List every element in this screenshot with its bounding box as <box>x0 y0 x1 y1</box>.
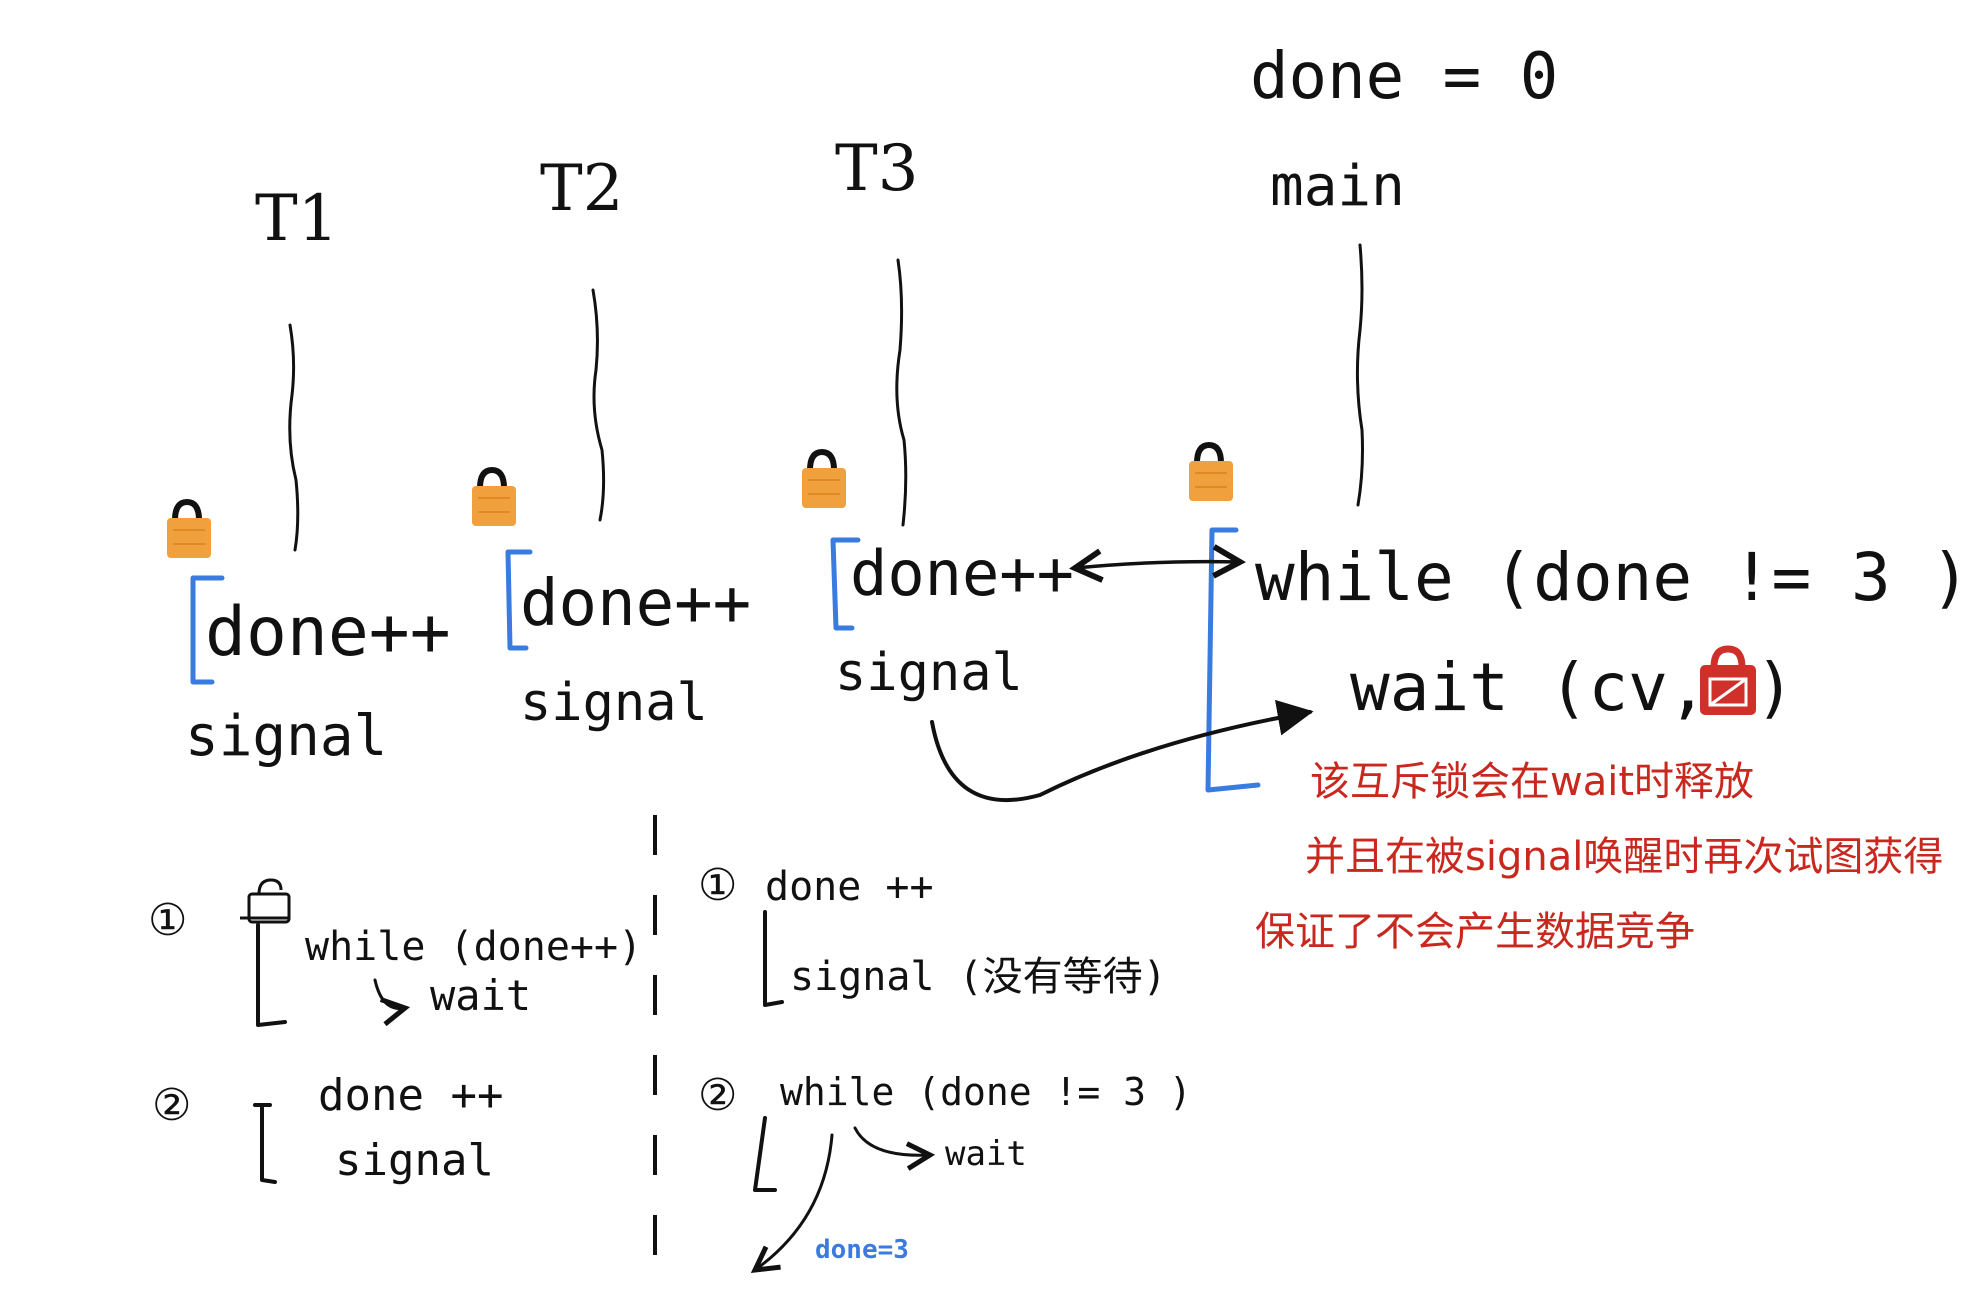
left-case-1-wait: wait <box>430 971 531 1020</box>
t2-signal: signal <box>520 673 708 733</box>
right-case-1-number: ① <box>698 860 737 911</box>
red-lock-icon <box>1700 645 1756 715</box>
t3-critical-bracket <box>830 537 861 631</box>
right-case-2-code: while (done != 3 ) <box>780 1070 1192 1114</box>
left-case-1-bracket <box>256 923 287 1027</box>
note-line-1: 该互斥锁会在wait时释放 <box>1310 759 1754 805</box>
right-case-2-number: ② <box>698 1070 737 1121</box>
thread-t2-label: T2 <box>540 152 623 226</box>
t1-signal: signal <box>185 704 387 769</box>
thread-t3-label: T3 <box>835 132 918 206</box>
top-state-label: done = 0 <box>1250 40 1558 114</box>
t2-timeline <box>591 288 606 522</box>
right-case-2-bracket <box>753 1116 777 1192</box>
left-case-2-number: ② <box>152 1080 191 1131</box>
t1-timeline <box>288 323 300 552</box>
main-wait-close: ) <box>1755 649 1795 726</box>
main-critical-bracket <box>1205 527 1261 793</box>
lock-icon <box>472 470 516 526</box>
t3-code: done++ <box>850 537 1074 610</box>
left-case-1-number: ① <box>148 895 187 946</box>
note-line-2: 并且在被signal唤醒时再次试图获得 <box>1305 834 1943 880</box>
done-double-arrow <box>1075 562 1240 568</box>
t3-timeline <box>895 258 908 527</box>
t1-code: done++ <box>205 593 451 672</box>
right-case-2-wait: wait <box>945 1134 1027 1174</box>
right-case-1-signal: signal (没有等待) <box>790 954 1167 1000</box>
lock-icon <box>802 452 846 508</box>
right-case-1-bracket <box>763 910 784 1007</box>
main-timeline <box>1355 243 1364 507</box>
unlock-icon <box>247 878 291 924</box>
t2-critical-bracket <box>505 549 533 651</box>
right-case-2-exit-arrow <box>755 1133 834 1270</box>
right-case-2-wait-arrow <box>853 1126 930 1155</box>
right-case-1-code: done ++ <box>765 864 934 910</box>
t2-code: done++ <box>520 567 751 641</box>
lock-icon <box>1189 445 1233 501</box>
right-case-2-condition: done=3 <box>815 1235 909 1265</box>
thread-main-label: main <box>1270 154 1405 219</box>
t1-critical-bracket <box>190 575 225 685</box>
note-line-3: 保证了不会产生数据竞争 <box>1255 909 1695 955</box>
left-case-2-signal: signal <box>335 1135 494 1186</box>
signal-to-wait-arrow <box>930 699 1314 803</box>
lock-icon <box>167 502 211 558</box>
main-while-line: while (done != 3 ) <box>1255 539 1970 616</box>
left-case-2-code: done ++ <box>318 1070 503 1121</box>
t3-signal: signal <box>835 643 1023 703</box>
thread-t1-label: T1 <box>255 182 338 256</box>
left-case-1-code: while (done++) <box>305 924 642 970</box>
left-case-2-bracket <box>253 1103 277 1184</box>
left-case-1-arrow <box>373 978 405 1008</box>
main-wait-line: wait (cv, <box>1350 649 1708 726</box>
